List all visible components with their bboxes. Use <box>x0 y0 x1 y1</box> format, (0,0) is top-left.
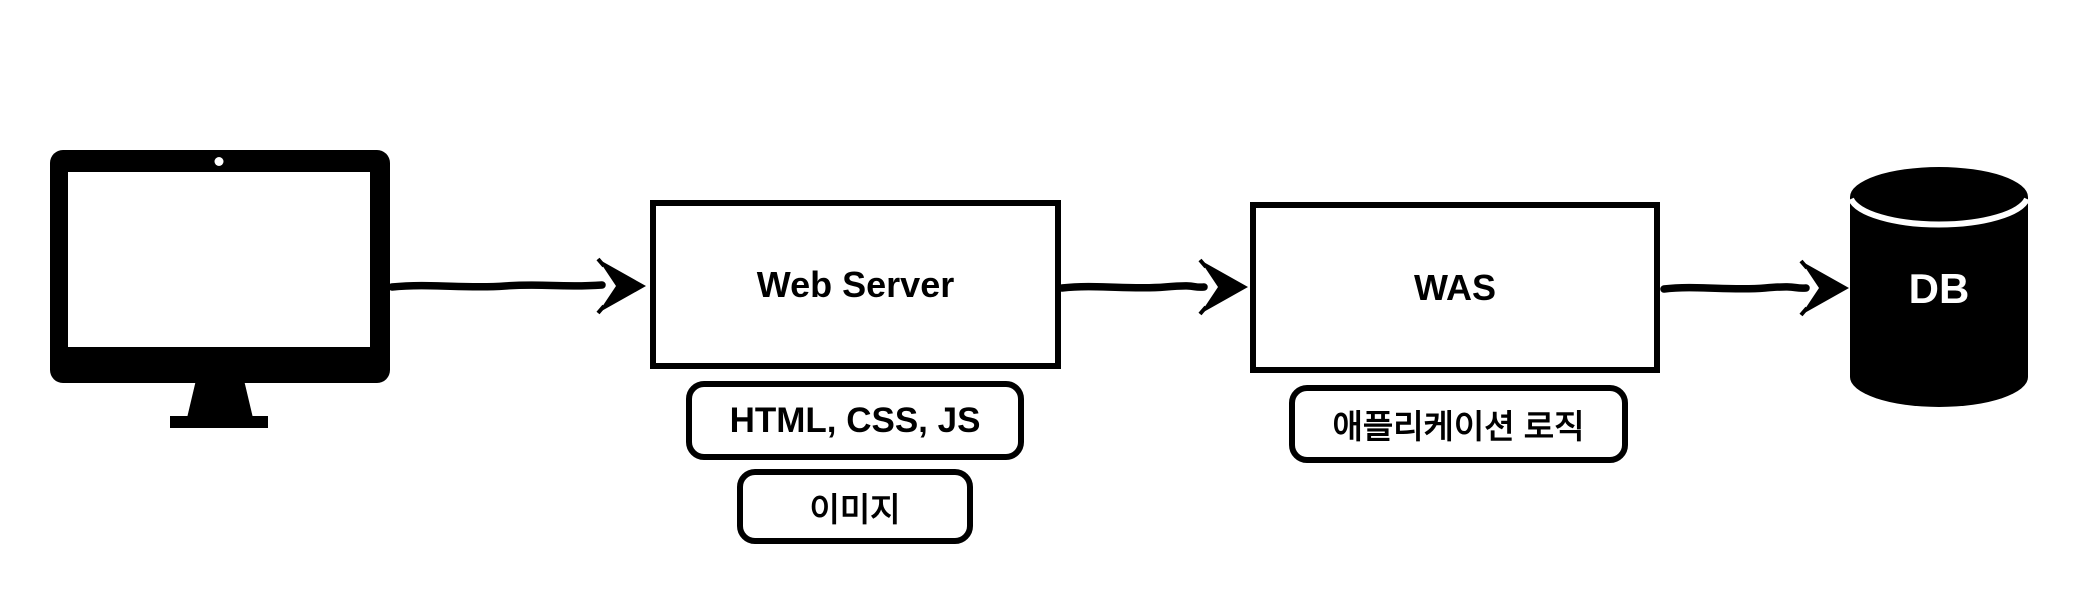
web-server-tag-image: 이미지 <box>737 469 973 544</box>
database-cylinder-icon <box>1848 167 2030 407</box>
web-server-node: Web Server <box>650 200 1061 369</box>
desktop-computer-icon <box>50 150 390 428</box>
was-node: WAS <box>1250 202 1660 373</box>
arrow-client-to-web-server <box>388 257 646 315</box>
arrow-web-server-to-was <box>1058 258 1248 316</box>
web-server-tag-image-label: 이미지 <box>809 490 901 528</box>
was-label: WAS <box>1413 266 1496 308</box>
web-server-tag-html-css-js-label: HTML, CSS, JS <box>729 400 981 440</box>
web-server-tag-html-css-js: HTML, CSS, JS <box>686 381 1024 460</box>
arrow-was-to-db <box>1660 259 1849 317</box>
web-server-label: Web Server <box>756 263 955 305</box>
was-tag-application-logic: 애플리케이션 로직 <box>1289 385 1628 463</box>
db-node-label: DB <box>1908 265 1970 312</box>
was-tag-application-logic-label: 애플리케이션 로직 <box>1332 408 1585 445</box>
